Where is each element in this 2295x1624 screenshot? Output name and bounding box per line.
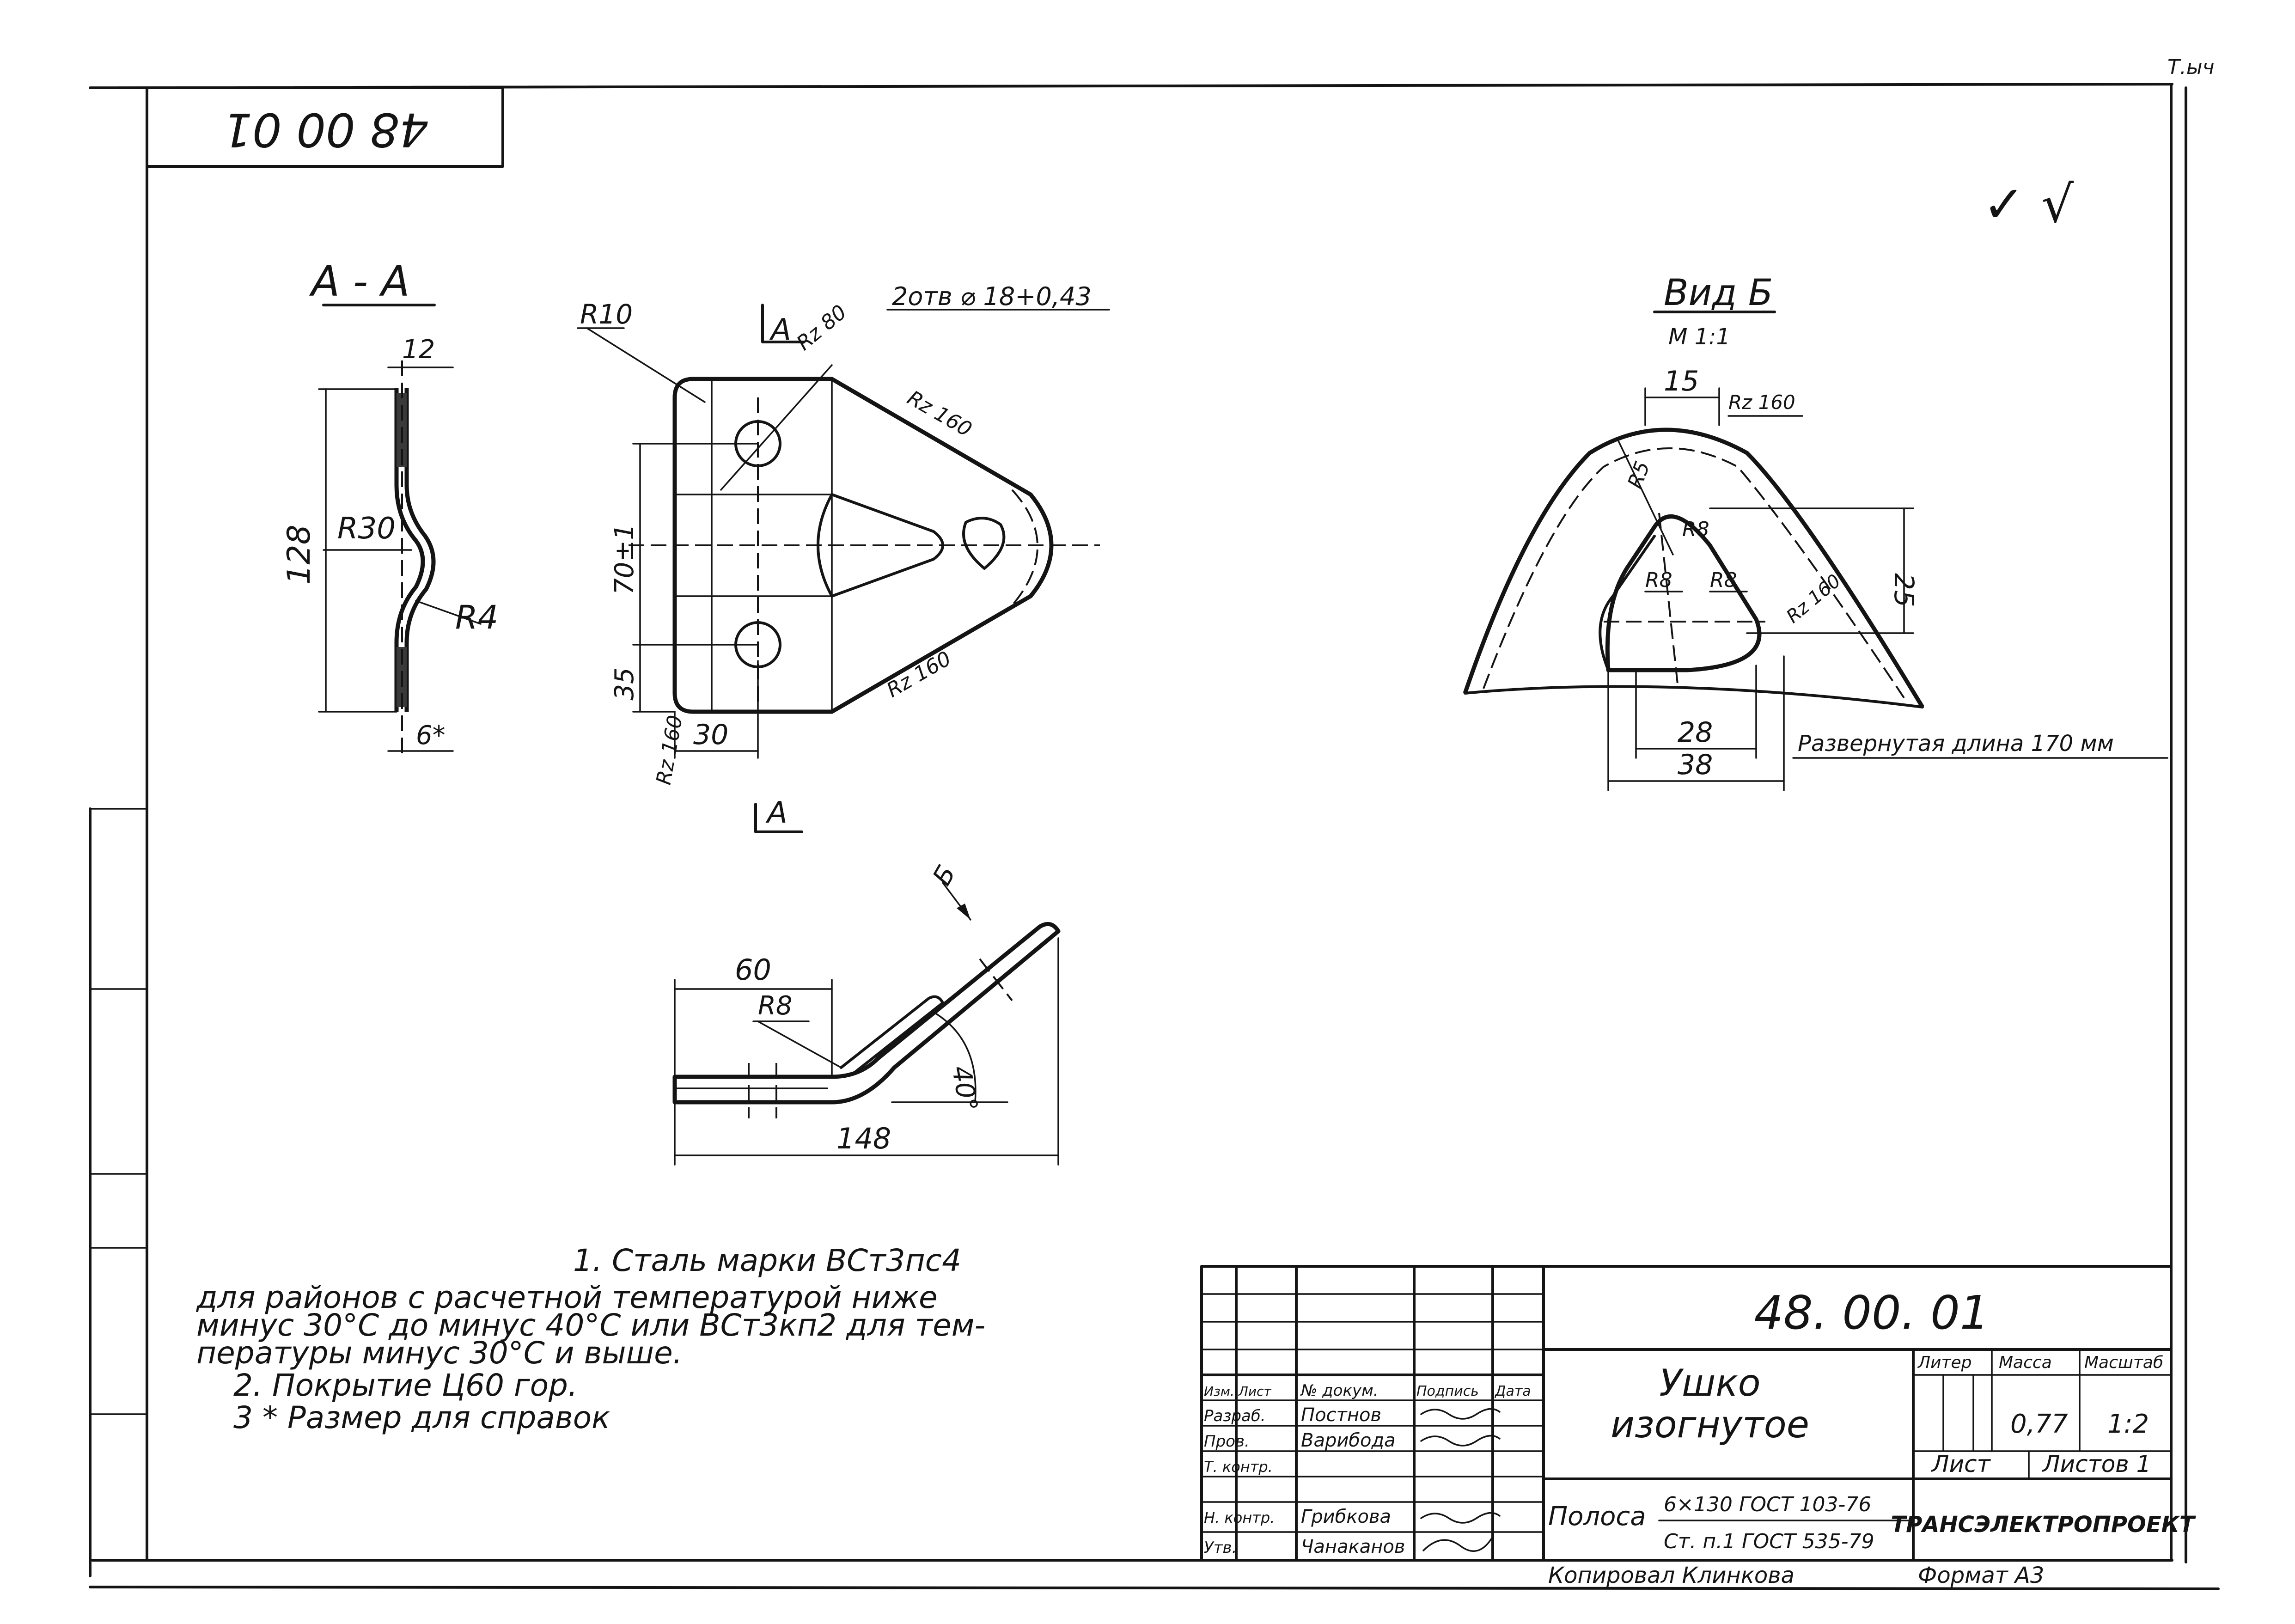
surface-roughness-mark: ✓ √ (1983, 175, 2074, 234)
sheet-label: Лист (1931, 1451, 1991, 1477)
title-name-line-2: изогнутое (1611, 1403, 1809, 1446)
view-b-developed-length: Развернутая длина 170 мм (1798, 731, 2114, 757)
front-view: А А R10 2отв ⌀ 18+0,43 Rz 80 Rz 160 Rz 1… (577, 282, 1110, 833)
dim-thickness-12: 12 (402, 335, 435, 365)
section-mark-bottom: А (765, 796, 787, 830)
note-line-1: 1. Сталь марки ВСт3пс4 (573, 1243, 961, 1278)
technical-notes: 1. Сталь марки ВСт3пс4 для районов с рас… (196, 1243, 985, 1435)
col-lit: Литер (1917, 1353, 1972, 1372)
title-name-line-1: Ушко (1659, 1361, 1760, 1404)
hdr-change: Изм. Лист (1204, 1384, 1271, 1399)
note-line-6: 3 * Размер для справок (233, 1400, 610, 1435)
material-label: Полоса (1548, 1502, 1646, 1532)
signature-check (1420, 1435, 1501, 1447)
view-b-rz-right: Rz 160 (1782, 570, 1845, 628)
side-view: 60 R8 40° 148 Б (672, 860, 1061, 1166)
view-b-r-right: R8 (1710, 568, 1737, 592)
stamp-code: 48 00 01 (223, 103, 428, 157)
name-approve: Чанаканов (1301, 1536, 1405, 1557)
name-check: Варибода (1301, 1430, 1396, 1451)
label-rz-left: Rz 160 (652, 714, 688, 787)
view-b-scale: М 1:1 (1668, 324, 1730, 350)
view-b-r-outer: R5 (1623, 458, 1654, 491)
label-rz-edge: Rz 160 (903, 386, 976, 441)
name-ncontrol: Грибкова (1301, 1506, 1391, 1527)
label-corner-radius: R10 (580, 299, 633, 330)
view-b-dim-top: 15 (1664, 365, 1699, 397)
dim-bend-angle: 40° (946, 1063, 983, 1114)
designation-stamp: 48 00 01 (146, 86, 504, 168)
sheet-format: Формат А3 (1918, 1563, 2044, 1588)
signature-dev (1420, 1408, 1501, 1420)
note-line-2: для районов с расчетной температурой ниж… (196, 1280, 938, 1315)
view-arrow-b: Б (927, 860, 962, 891)
scale-value: 1:2 (2107, 1409, 2149, 1439)
view-b-r-left: R8 (1645, 568, 1672, 592)
role-ncontrol: Н. контр. (1204, 1509, 1275, 1526)
dim-bend-radius: R30 (337, 512, 396, 546)
name-dev: Постнов (1301, 1404, 1381, 1426)
note-line-3: минус 30°С до минус 40°С или ВСт3кп2 для… (196, 1307, 985, 1343)
col-mass: Масса (1999, 1353, 2052, 1372)
section-aa-title: А - А (309, 257, 410, 306)
view-b-dim-inner-width: 28 (1678, 716, 1713, 749)
role-dev: Разраб. (1204, 1407, 1266, 1425)
title-designation: 48. 00. 01 (1754, 1286, 1990, 1340)
dim-flat-length: 60 (735, 953, 771, 987)
mass-value: 0,77 (2010, 1409, 2068, 1439)
section-aa-view: А - А 128 12 R30 R4 6* (281, 257, 498, 753)
label-rz-top: Rz 80 (792, 300, 851, 355)
view-b-dim-height: 25 (1888, 573, 1920, 607)
role-tcontrol: Т. контр. (1204, 1458, 1273, 1476)
view-b-rz-top: Rz 160 (1728, 391, 1795, 414)
dim-hole-spacing: 70±1 (610, 524, 640, 595)
sheets-label: Листов 1 (2042, 1451, 2151, 1477)
corner-mark: Т.ыч (2167, 55, 2215, 79)
dim-height-128: 128 (281, 525, 317, 585)
view-b-title: Вид Б (1664, 272, 1773, 314)
note-line-4: пературы минус 30°С и выше. (196, 1335, 683, 1371)
material-top: 6×130 ГОСТ 103-76 (1664, 1493, 1871, 1516)
view-b-r-inner: R8 (1682, 518, 1709, 541)
role-check: Пров. (1204, 1432, 1250, 1451)
note-line-5: 2. Покрытие Ц60 гор. (233, 1368, 578, 1403)
dim-width-30: 30 (693, 719, 728, 751)
organization-name: ТРАНСЭЛЕКТРОПРОЕКТ (1891, 1512, 2196, 1538)
label-holes: 2отв ⌀ 18+0,43 (892, 282, 1092, 311)
material-bottom: Ст. п.1 ГОСТ 535-79 (1664, 1530, 1874, 1553)
dim-small-radius: R4 (455, 598, 498, 636)
signature-ncontrol (1420, 1512, 1501, 1524)
dim-sheet-thickness: 6* (416, 720, 446, 751)
signature-approve (1422, 1536, 1494, 1552)
view-b: Вид Б М 1:1 15 Rz 160 R5 R8 R8 R8 Rz 160… (1463, 272, 2168, 791)
dim-bend-r8: R8 (758, 991, 793, 1021)
sheet-frame (89, 83, 2220, 1590)
copied-by: Копировал Клинкова (1548, 1563, 1794, 1588)
dim-total-length: 148 (836, 1122, 891, 1155)
view-b-dim-outer-width: 38 (1678, 749, 1713, 781)
role-approve: Утв. (1204, 1539, 1237, 1557)
section-mark-top: А (769, 313, 791, 347)
dim-lower-35: 35 (610, 667, 640, 700)
hdr-date: Дата (1494, 1383, 1531, 1399)
title-block: 48. 00. 01 Ушко изогнутое Литер Масса Ма… (1200, 1265, 2196, 1588)
hdr-sign: Подпись (1416, 1383, 1479, 1399)
col-scale: Масштаб (2084, 1353, 2163, 1372)
hdr-doc: № докум. (1300, 1381, 1379, 1400)
